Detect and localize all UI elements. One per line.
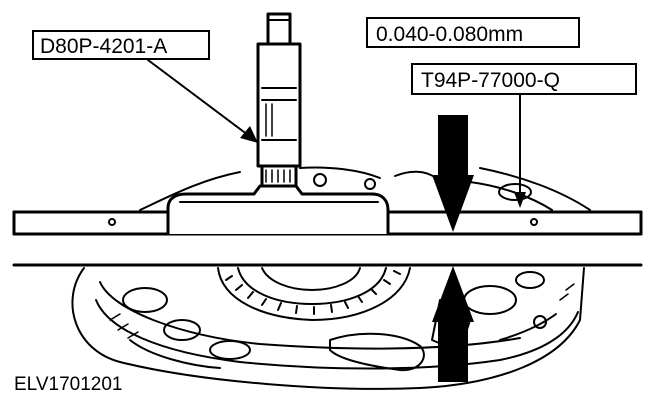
pump-body-upper (139, 166, 591, 211)
clearance-arrow-bottom (432, 266, 474, 382)
tool-leader-arrowhead (240, 126, 258, 143)
tool-part-number-label: D80P-4201-A (32, 30, 210, 60)
gauge-part-number-label: T94P-77000-Q (411, 63, 637, 95)
gauge-leader-arrowhead (514, 192, 526, 208)
pump-body-lower (71, 267, 585, 390)
straight-edge-hole-right (530, 218, 538, 226)
depth-gauge-tool (166, 12, 390, 236)
clearance-spec-label: 0.040-0.080mm (366, 17, 580, 48)
clearance-arrow-top (432, 115, 474, 232)
figure-id: ELV1701201 (14, 374, 123, 395)
tool-leader-line (147, 59, 253, 139)
straight-edge-hole-left (108, 218, 116, 226)
